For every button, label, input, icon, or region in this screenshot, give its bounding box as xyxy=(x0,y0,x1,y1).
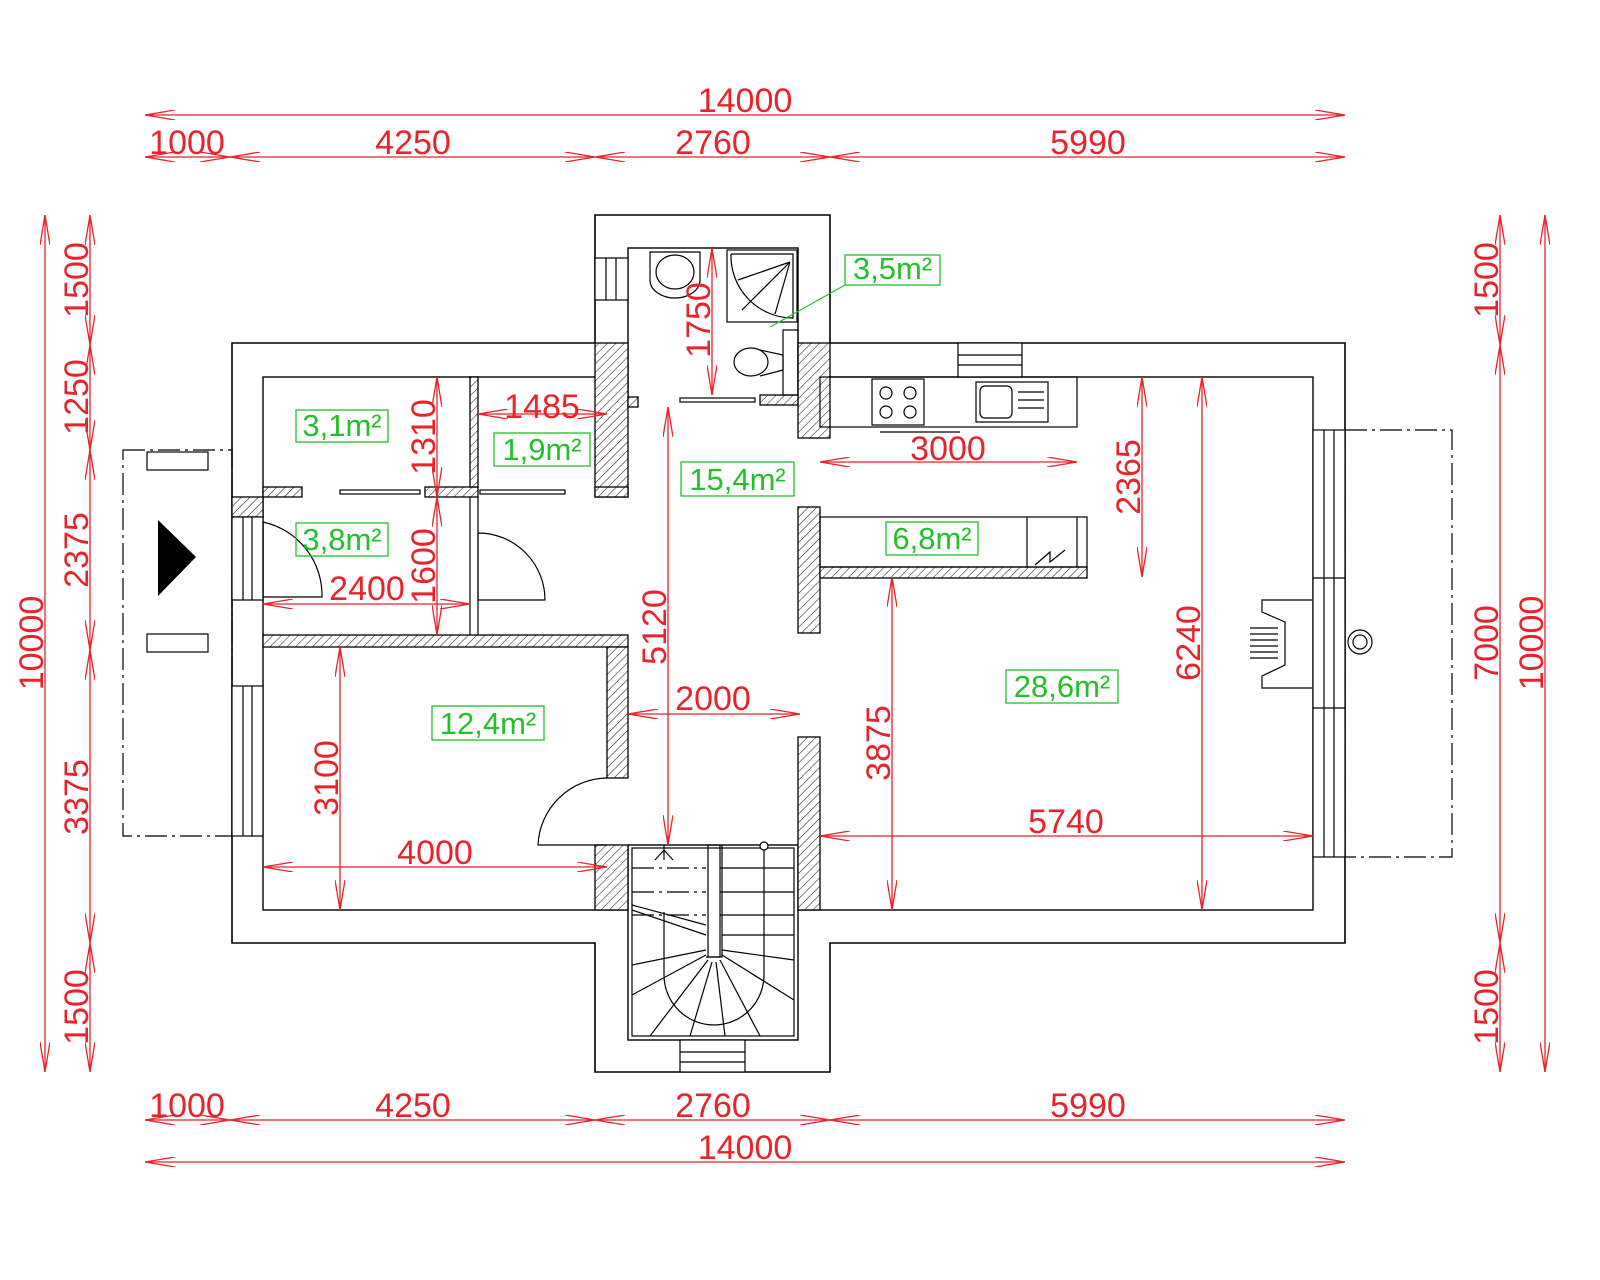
area-box-bathroom xyxy=(844,254,941,286)
area-label-hall: 15,4m² xyxy=(689,462,785,497)
interior-walls xyxy=(231,342,1088,911)
dimension-label-bottom-overall: 14000 xyxy=(698,1129,793,1167)
island-counter xyxy=(819,516,1088,568)
dimension-label-top-overall: 14000 xyxy=(698,82,793,120)
washbasin-icon xyxy=(649,251,701,299)
doors xyxy=(262,397,756,846)
kitchen-counter xyxy=(819,376,1088,568)
staircase xyxy=(631,841,795,1037)
window-sash-lines xyxy=(242,258,1345,1063)
dimension-label-top-2: 4250 xyxy=(375,124,451,162)
sliding-door xyxy=(679,397,756,403)
dimension-label-right-overall: 10000 xyxy=(1513,596,1551,691)
dimension-label-bottom-4: 5990 xyxy=(1050,1087,1126,1125)
area-label-wc: 1,9m² xyxy=(502,432,581,467)
dimension-label-top-1: 1000 xyxy=(149,124,225,162)
dimension-label-top-3: 2760 xyxy=(675,124,751,162)
area-box-wc xyxy=(493,432,591,467)
room-door-swing xyxy=(537,777,608,846)
dimension-label-hall-length: 5120 xyxy=(636,589,674,665)
dimension-lines: 14000 1000 4250 2760 5990 1000 4250 2760 5990 140… xyxy=(13,82,1551,1167)
entry-door-swing xyxy=(262,521,323,598)
dimension-label-hall-width: 2000 xyxy=(675,680,751,718)
outer-walls xyxy=(231,214,1346,1073)
dimension-label-left-4: 3375 xyxy=(58,759,96,835)
dimension-label-right-2: 7000 xyxy=(1468,605,1506,681)
area-label-kitchen: 6,8m² xyxy=(892,521,971,556)
dimension-label-left-overall: 10000 xyxy=(13,596,51,691)
area-box-living xyxy=(1005,669,1119,704)
area-box-kitchen xyxy=(885,521,979,556)
area-label-living: 28,6m² xyxy=(1014,669,1110,704)
dimension-label-bottom-1: 1000 xyxy=(149,1087,225,1125)
area-label-room: 12,4m² xyxy=(440,706,536,741)
dimension-label-kitchen-counter: 3000 xyxy=(910,430,986,468)
closet-door-swing xyxy=(477,532,546,601)
sliding-door xyxy=(339,489,421,495)
dimension-label-entry-depth: 1600 xyxy=(405,528,443,604)
dimension-label-right-1: 1500 xyxy=(1468,242,1506,318)
area-label-entry: 3,8m² xyxy=(302,522,381,557)
dimension-label-wc-width: 1485 xyxy=(504,388,580,426)
dimension-label-top-4: 5990 xyxy=(1050,124,1126,162)
dimension-label-storage-depth: 1310 xyxy=(405,399,443,475)
windows xyxy=(231,257,1346,1073)
dimension-label-living-width: 5740 xyxy=(1028,803,1104,841)
dimension-label-left-3: 2375 xyxy=(58,512,96,588)
shower-icon xyxy=(726,249,798,323)
area-box-entry xyxy=(295,522,389,557)
toilet-icon xyxy=(733,347,769,377)
entrance-step xyxy=(146,633,209,653)
entrance-step xyxy=(146,451,209,471)
dimension-label-bottom-3: 2760 xyxy=(675,1087,751,1125)
dimension-label-left-1: 1500 xyxy=(58,242,96,318)
sliding-door xyxy=(479,489,566,495)
dimension-label-room-depth: 3100 xyxy=(308,740,346,816)
right-terrace-outline xyxy=(1344,429,1453,858)
dimension-label-living-depth: 6240 xyxy=(1170,605,1208,681)
dimension-label-entry-width: 2400 xyxy=(329,570,405,608)
stove-icon xyxy=(871,378,925,426)
area-label-bathroom: 3,5m² xyxy=(853,251,932,286)
area-box-hall xyxy=(680,461,795,497)
left-terrace-outline xyxy=(122,449,233,837)
dimension-label-room-width: 4000 xyxy=(397,834,473,872)
dimension-label-living-lower-depth: 3875 xyxy=(860,705,898,781)
area-box-storage xyxy=(295,409,389,443)
kitchen-sink-icon xyxy=(975,381,1049,423)
bathroom-leader-line xyxy=(769,284,846,328)
dimension-label-right-3: 1500 xyxy=(1468,969,1506,1045)
dimension-label-kitchen-depth: 2365 xyxy=(1110,439,1148,515)
area-labels: 3,5m² 3,1m² 1,9m² 15,4m² 3,8m² 6,8m² 28,6m² 12,… xyxy=(295,251,1119,741)
dimension-label-bath-depth: 1750 xyxy=(680,282,718,358)
area-label-storage: 3,1m² xyxy=(302,408,381,443)
dimension-label-bottom-2: 4250 xyxy=(375,1087,451,1125)
area-box-room xyxy=(431,705,545,741)
dimension-label-left-2: 1250 xyxy=(58,359,96,435)
fireplace-icon xyxy=(1250,599,1373,689)
bathroom-fixtures xyxy=(649,249,799,396)
dimension-label-left-5: 1500 xyxy=(58,969,96,1045)
entrance-arrow-icon xyxy=(158,520,196,596)
